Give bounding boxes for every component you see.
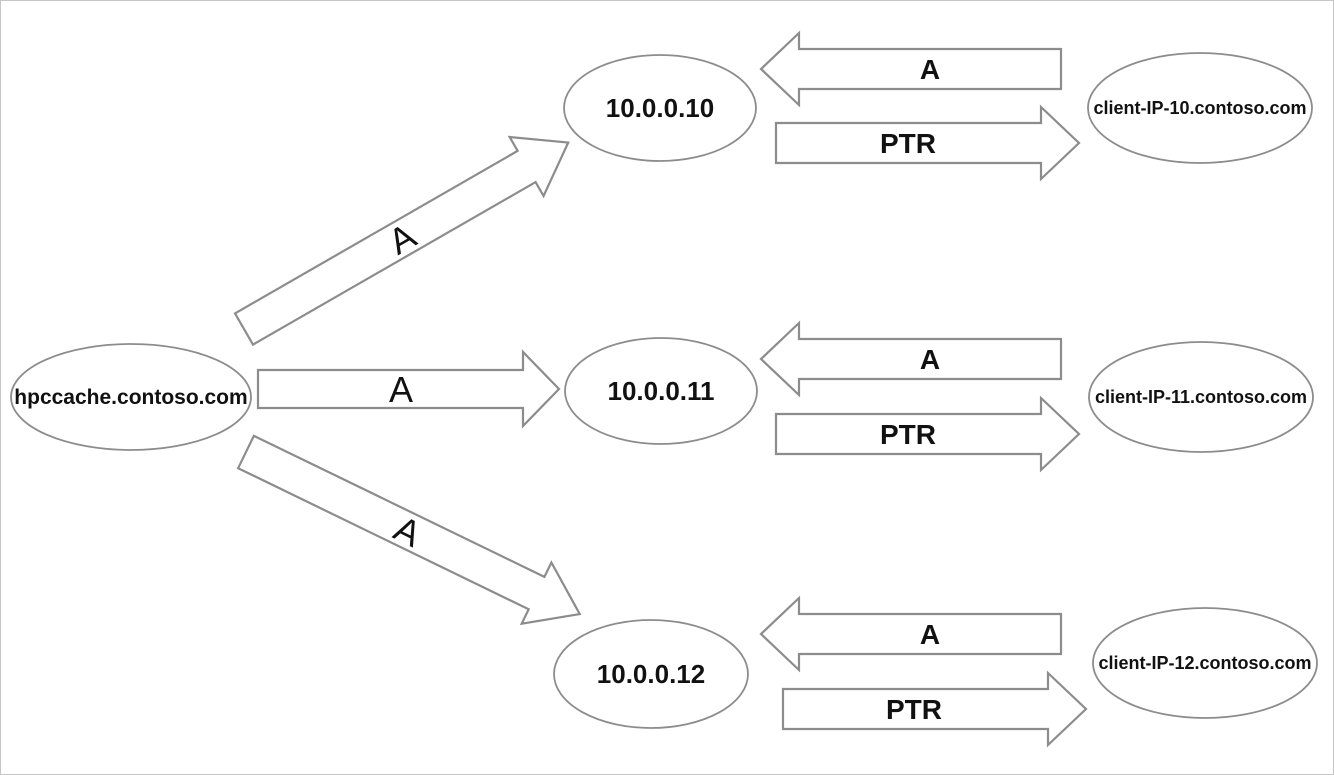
- fan-arrow-a-top: A: [233, 135, 570, 347]
- node-label: client-IP-10.contoso.com: [1093, 98, 1306, 118]
- node-label: client-IP-12.contoso.com: [1098, 653, 1311, 673]
- node-label: 10.0.0.10: [606, 93, 714, 123]
- block-arrow-right-shape: [781, 670, 1088, 748]
- fan-arrow-a-middle: A: [256, 349, 561, 429]
- node-ip-row3: 10.0.0.12: [553, 619, 749, 729]
- ellipse-shape: [1088, 341, 1314, 453]
- arrow-label: PTR: [880, 419, 936, 450]
- ellipse-shape: [1087, 52, 1313, 164]
- ellipse-shape: [1092, 607, 1318, 719]
- arrow-label: A: [389, 369, 413, 410]
- node-label: 10.0.0.11: [608, 376, 715, 406]
- ptr-record-arrow-row3: PTR: [781, 670, 1088, 748]
- ptr-record-arrow-row1: PTR: [774, 104, 1081, 182]
- ellipse-shape: [553, 619, 749, 729]
- arrow-label: A: [920, 54, 940, 85]
- a-record-arrow-row1: A: [759, 30, 1063, 108]
- block-arrow-left-shape: [759, 30, 1063, 108]
- node-hpccache: hpccache.contoso.com: [10, 343, 252, 451]
- block-arrow-shape: [233, 135, 570, 347]
- a-record-arrow-row2: A: [759, 320, 1063, 398]
- node-ip-row2: 10.0.0.11: [564, 337, 758, 445]
- node-client-row2: client-IP-11.contoso.com: [1088, 341, 1314, 453]
- arrow-label: A: [920, 619, 940, 650]
- arrow-label: A: [920, 344, 940, 375]
- node-client-row3: client-IP-12.contoso.com: [1092, 607, 1318, 719]
- block-arrow-right-shape: [774, 395, 1081, 473]
- arrow-label: PTR: [886, 694, 942, 725]
- node-client-row1: client-IP-10.contoso.com: [1087, 52, 1313, 164]
- block-arrow-shape: [236, 434, 582, 626]
- block-arrow-right-shape: [774, 104, 1081, 182]
- node-label: client-IP-11.contoso.com: [1095, 387, 1307, 407]
- block-arrow-left-shape: [759, 595, 1063, 673]
- ellipse-shape: [564, 337, 758, 445]
- node-label: 10.0.0.12: [597, 659, 705, 689]
- block-arrow-shape: [256, 349, 561, 429]
- ptr-record-arrow-row2: PTR: [774, 395, 1081, 473]
- node-ip-row1: 10.0.0.10: [563, 54, 757, 162]
- a-record-arrow-row3: A: [759, 595, 1063, 673]
- arrow-label: PTR: [880, 128, 936, 159]
- block-arrow-left-shape: [759, 320, 1063, 398]
- ellipse-shape: [563, 54, 757, 162]
- fan-arrow-a-bottom: A: [236, 434, 582, 626]
- node-label: hpccache.contoso.com: [14, 386, 247, 409]
- ellipse-shape: [10, 343, 252, 451]
